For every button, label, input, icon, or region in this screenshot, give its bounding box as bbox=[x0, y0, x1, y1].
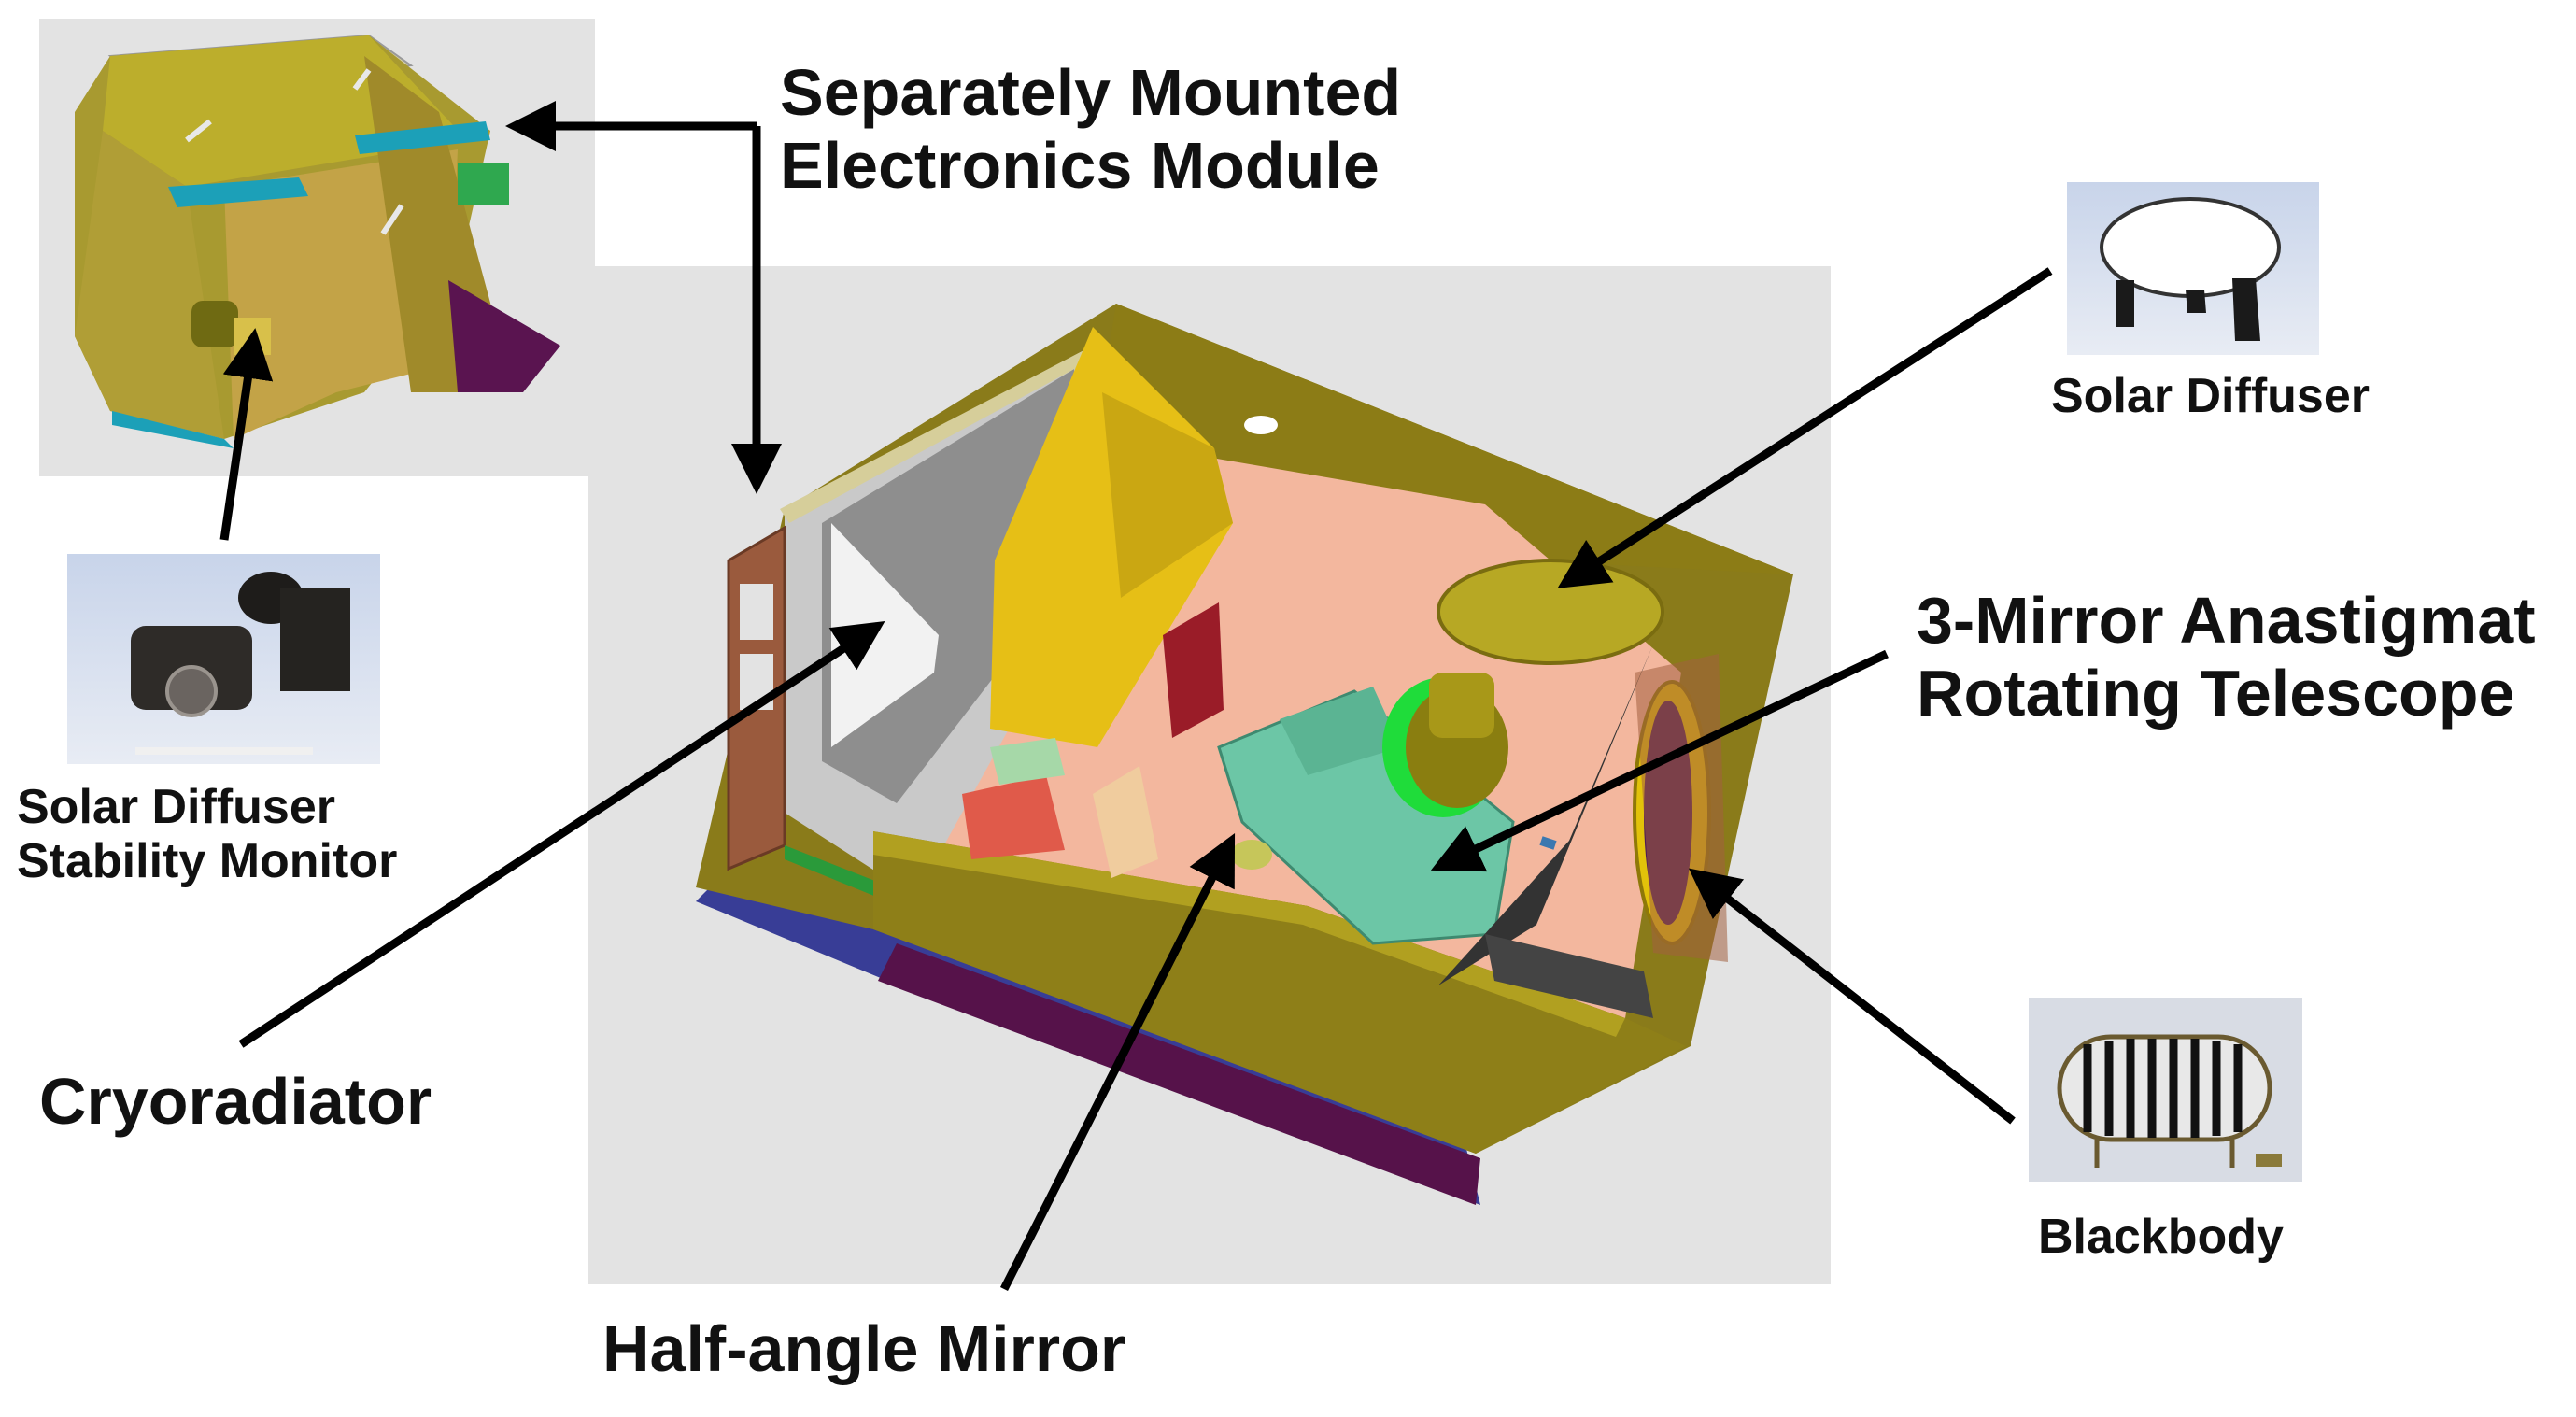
label-telescope-line2: Rotating Telescope bbox=[1917, 657, 2515, 730]
arrow-solar-diffuser bbox=[1557, 267, 2053, 588]
label-cryoradiator: Cryoradiator bbox=[39, 1065, 432, 1138]
label-half-angle-mirror: Half-angle Mirror bbox=[602, 1312, 1126, 1385]
label-electronics-module-line2: Electronics Module bbox=[780, 129, 1380, 203]
arrow-half-angle-mirror bbox=[999, 832, 1236, 1292]
label-sdsm-line1: Solar Diffuser bbox=[17, 780, 335, 834]
callout-arrows bbox=[219, 101, 2053, 1292]
main-instrument-render bbox=[696, 304, 1793, 1205]
sdsm-photo bbox=[67, 554, 380, 764]
arrow-cryoradiator bbox=[238, 621, 885, 1048]
label-sdsm: Solar Diffuser Stability Monitor bbox=[17, 780, 397, 888]
arrow-telescope bbox=[1430, 649, 1889, 872]
electronics-module-render bbox=[75, 34, 560, 448]
label-telescope: 3-Mirror Anastigmat Rotating Telescope bbox=[1917, 584, 2536, 730]
label-electronics-module: Separately Mounted Electronics Module bbox=[780, 56, 1401, 203]
label-solar-diffuser: Solar Diffuser bbox=[2051, 369, 2370, 423]
label-electronics-module-line1: Separately Mounted bbox=[780, 56, 1402, 129]
blackbody-photo bbox=[2029, 998, 2302, 1182]
solar-diffuser-photo bbox=[2067, 182, 2319, 355]
label-sdsm-line2: Stability Monitor bbox=[17, 834, 398, 889]
label-blackbody: Blackbody bbox=[2038, 1210, 2284, 1264]
label-telescope-line1: 3-Mirror Anastigmat bbox=[1917, 584, 2536, 657]
arrow-sdsm bbox=[219, 328, 274, 541]
arrow-blackbody bbox=[1688, 868, 2016, 1125]
